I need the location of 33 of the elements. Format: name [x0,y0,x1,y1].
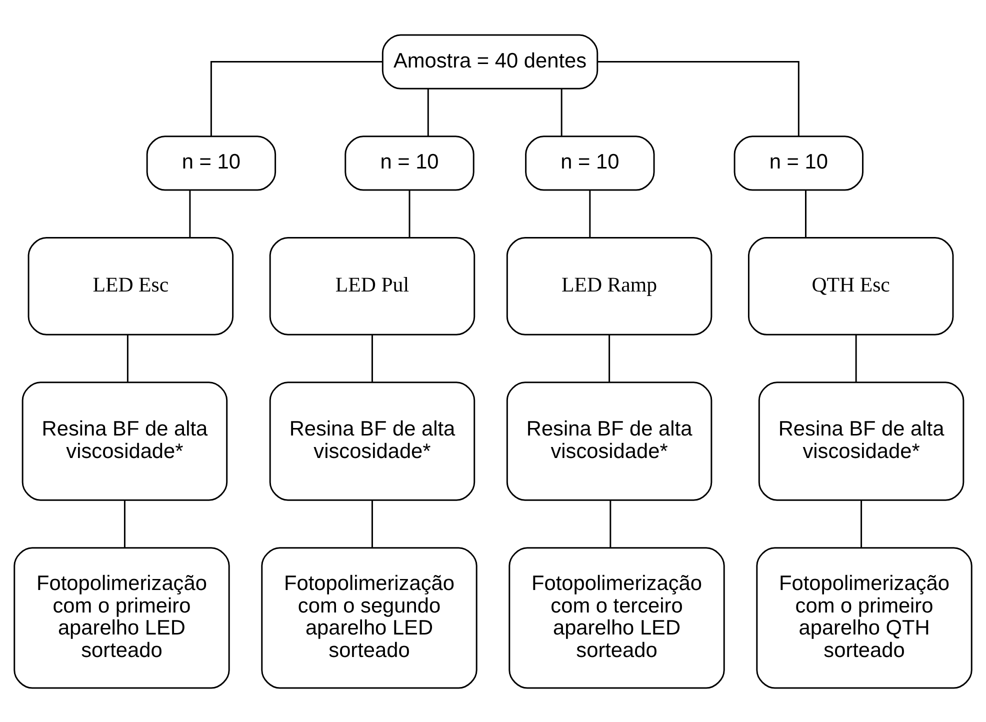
node-box: Resina BF de alta viscosidade* [22,381,228,500]
connector [126,334,128,382]
connector [589,190,591,238]
connector [610,500,612,547]
connector [189,190,191,238]
node-box: LED Esc [28,236,234,335]
connector [210,60,383,136]
connector [408,190,410,238]
node-box: Fotopolimerização com o segundo aparelho LED sorteado [261,546,478,688]
node-box: Fotopolimerização com o primeiro aparelho QTH sorteado [756,546,972,688]
connector [860,500,862,547]
node-box: Fotopolimerização com o primeiro aparelho LED sorteado [14,546,230,688]
connector [371,334,373,382]
connector [608,334,610,382]
connector [598,60,800,136]
node-box: Resina BF de alta viscosidade* [269,381,476,500]
node-box: QTH Esc [748,236,954,335]
connector [855,334,857,382]
node-box: LED Pul [269,236,476,335]
node-box: Resina BF de alta viscosidade* [758,381,964,500]
connector [371,500,373,547]
node-box: n = 10 [734,135,864,190]
node-box: Fotopolimerização com o terceiro aparelho LED sorteado [508,546,725,688]
node-box: n = 10 [525,135,655,190]
connector [427,88,429,136]
connector [560,88,562,136]
node-box: n = 10 [146,135,276,190]
node-box: Amostra = 40 dentes [382,34,598,89]
node-box: LED Ramp [506,236,712,335]
node-box: Resina BF de alta viscosidade* [506,381,712,500]
connector [124,500,126,547]
node-box: n = 10 [344,135,474,190]
connector [805,190,806,238]
